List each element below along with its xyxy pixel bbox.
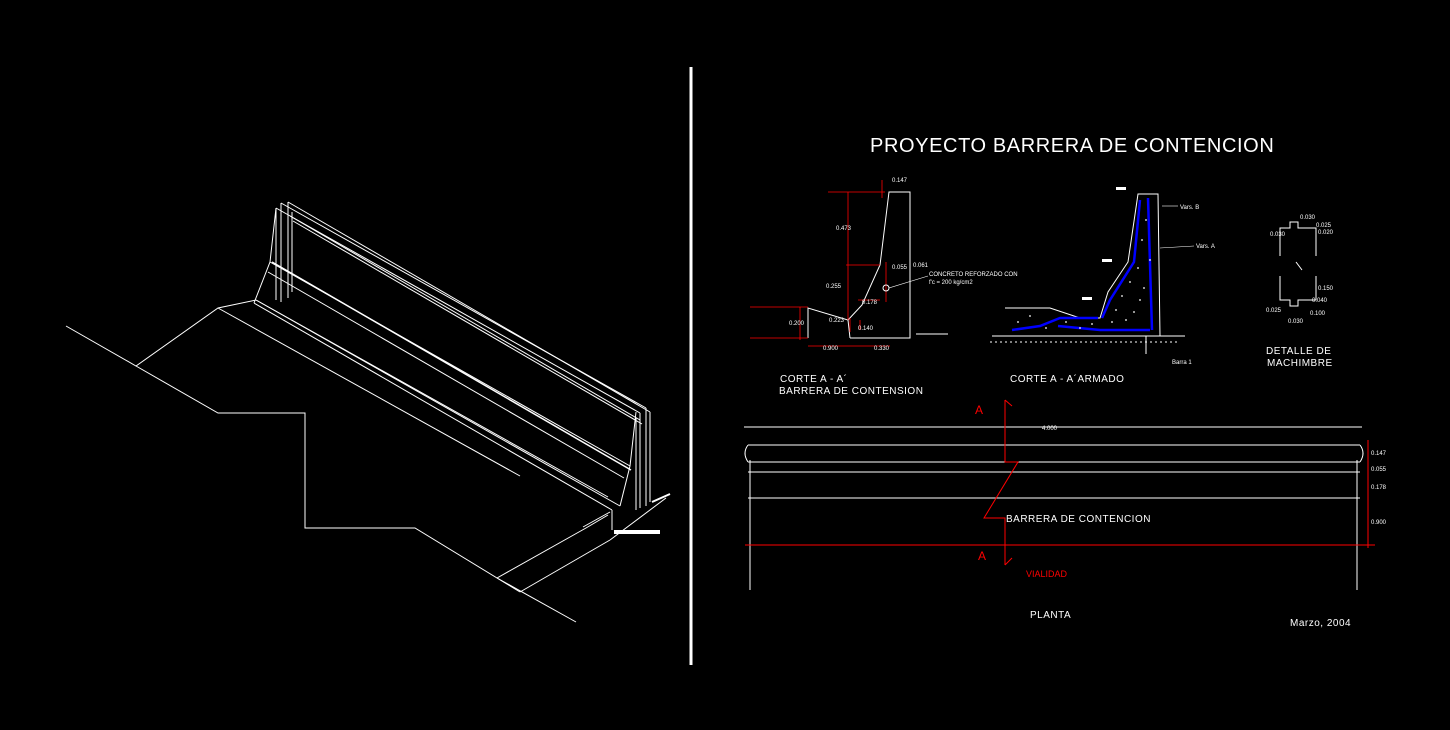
dim-label: 0.040 (1312, 298, 1328, 304)
plan-road-label: VIALIDAD (1026, 569, 1068, 579)
dim-label: 0.900 (823, 346, 839, 352)
dim-label: 0.330 (874, 346, 890, 352)
plan-dim: 0.900 (1371, 520, 1387, 526)
section-reinforced (990, 193, 1185, 354)
machimbre-subcaption: MACHIMBRE (1267, 358, 1333, 369)
plan-barrier-label: BARRERA DE CONTENCION (1006, 514, 1151, 525)
machimbre-caption: DETALLE DE (1266, 346, 1331, 357)
plan-red-lines (745, 399, 1375, 566)
drawing-date: Marzo, 2004 (1290, 618, 1351, 629)
rebar-label-1: Barra 1 (1172, 360, 1192, 366)
rebar-label-a: Vars. A (1196, 244, 1215, 250)
section-aa-dim-labels: 0.147 0.473 0.055 0.061 0.255 0.178 0.22… (789, 178, 929, 352)
machimbre-dims: 0.030 0.025 0.030 0.020 0.150 0.040 0.02… (1266, 215, 1334, 325)
dim-label: 0.147 (892, 178, 908, 184)
dim-label: 0.178 (862, 300, 878, 306)
section-aa-dimensions (750, 180, 890, 347)
aggregate-dots (1017, 219, 1151, 329)
dim-label: 0.255 (826, 284, 842, 290)
plan-dim: 0.178 (1371, 485, 1387, 491)
section-aa-subcaption: BARRERA DE CONTENSION (779, 386, 923, 397)
plan-view (744, 426, 1364, 590)
dim-label: 0.150 (1318, 286, 1334, 292)
dim-label: 0.223 (829, 318, 845, 324)
rebar-tag (1102, 259, 1112, 262)
plan-dim: 0.147 (1371, 451, 1387, 457)
plan-dim: 0.055 (1371, 467, 1387, 473)
rebar-tag (1082, 297, 1092, 300)
dim-label: 0.020 (1318, 230, 1334, 236)
section-aa-profile (807, 191, 948, 339)
dim-label: 0.100 (1310, 311, 1326, 317)
dim-label: 0.025 (1316, 223, 1332, 229)
dim-label: 0.030 (1288, 319, 1304, 325)
rebar-label-b: Vars. B (1180, 205, 1199, 211)
machimbre-detail (1279, 221, 1317, 307)
section-reinforced-caption: CORTE A - A´ARMADO (1010, 373, 1124, 385)
rebar-lines (1011, 197, 1154, 332)
dim-label: 0.061 (913, 263, 929, 269)
section-aa-caption: CORTE A - A´ (780, 373, 848, 385)
plan-length-dim: 4.000 (1042, 426, 1058, 432)
drawing-title: PROYECTO BARRERA DE CONTENCION (870, 135, 1274, 157)
concrete-note-line-2: f'c = 200 kg/cm2 (929, 280, 973, 286)
dim-label: 0.055 (892, 265, 908, 271)
dim-label: 0.473 (836, 226, 852, 232)
dim-label: 0.030 (1300, 215, 1316, 221)
plan-caption: PLANTA (1030, 610, 1071, 621)
section-mark-bottom: A (978, 549, 986, 563)
rebar-tag (1116, 187, 1126, 190)
dim-label: 0.140 (858, 326, 874, 332)
dim-label: 0.200 (789, 321, 805, 327)
dim-label: 0.025 (1266, 308, 1282, 314)
isometric-view (65, 201, 671, 623)
concrete-note-line-1: CONCRETO REFORZADO CON (929, 272, 1018, 278)
dim-label: 0.030 (1270, 232, 1286, 238)
section-mark-top: A (975, 403, 983, 417)
